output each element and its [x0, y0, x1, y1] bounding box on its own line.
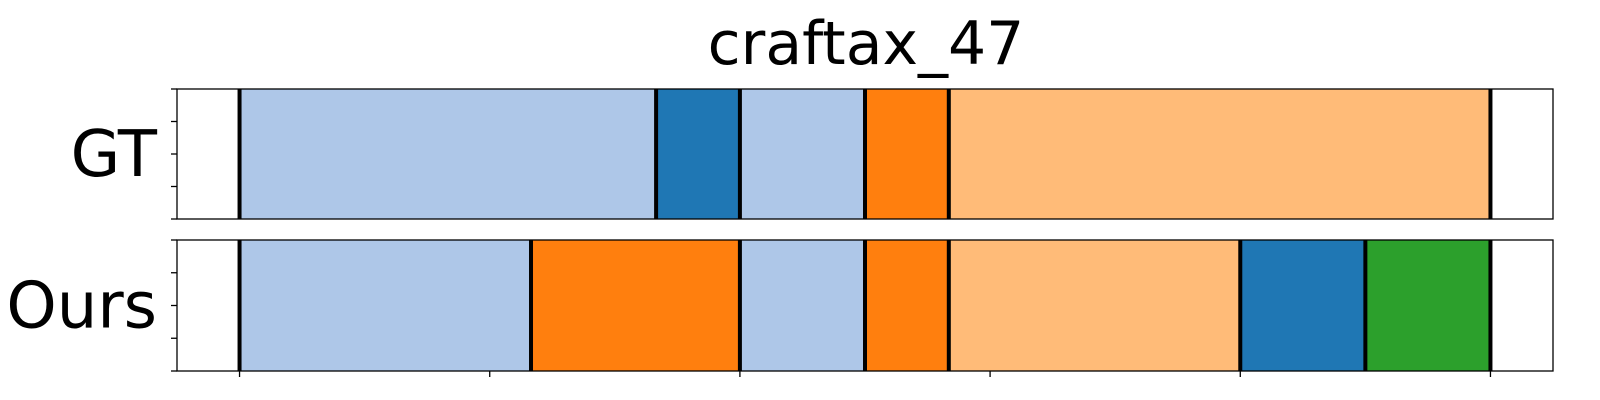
segment-ours-1 [239, 240, 532, 371]
segment-gt-2 [656, 89, 740, 219]
segment-gt-5 [948, 89, 1491, 219]
segment-ours-6 [1240, 240, 1366, 371]
segment-ours-3 [739, 240, 865, 371]
row-ours: Ours [6, 239, 1554, 372]
segment-ours-2 [531, 240, 740, 371]
chart-title: craftax_47 [708, 9, 1025, 79]
row-gt: GT [71, 88, 1554, 220]
row-label-gt: GT [71, 118, 158, 192]
timeline-rows: GT Ours [6, 88, 1554, 377]
segment-ours-4 [865, 240, 949, 371]
segment-gt-3 [739, 89, 865, 219]
segment-gt-1 [239, 89, 657, 219]
segment-ours-7 [1365, 240, 1491, 371]
row-label-ours: Ours [6, 270, 157, 344]
segment-gt-4 [865, 89, 949, 219]
segment-ours-5 [948, 240, 1241, 371]
